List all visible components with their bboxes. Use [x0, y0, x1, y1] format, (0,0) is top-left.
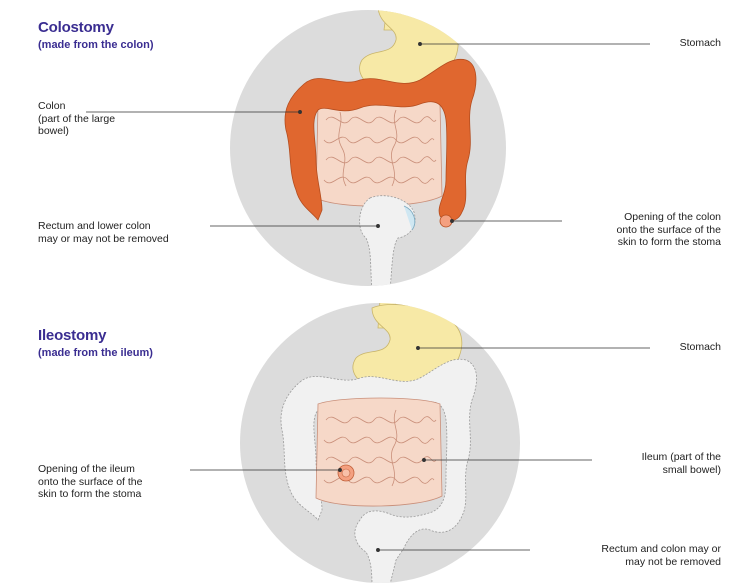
colostomy-rectum-label: Rectum and lower colon may or may not be… — [38, 220, 169, 245]
ileostomy-opening-label: Opening of the ileum onto the surface of… — [38, 463, 143, 501]
colostomy-title: Colostomy — [38, 19, 114, 36]
ileostomy-illustration — [190, 300, 650, 587]
ileostomy-stomach-label: Stomach — [680, 341, 721, 354]
colostomy-illustration — [86, 0, 650, 290]
colostomy-stomach-label: Stomach — [680, 37, 721, 50]
ileum — [316, 398, 442, 506]
ileostomy-rectum-label: Rectum and colon may or may not be remov… — [601, 543, 721, 568]
colon-label: Colon (part of the large bowel) — [38, 100, 115, 138]
ileum-label: Ileum (part of the small bowel) — [642, 451, 721, 476]
small-bowel — [316, 98, 442, 206]
colostomy-opening-label: Opening of the colon onto the surface of… — [617, 211, 722, 249]
ileostomy-title: Ileostomy — [38, 327, 106, 344]
ileostomy-subtitle: (made from the ileum) — [38, 347, 153, 359]
colostomy-subtitle: (made from the colon) — [38, 39, 154, 51]
